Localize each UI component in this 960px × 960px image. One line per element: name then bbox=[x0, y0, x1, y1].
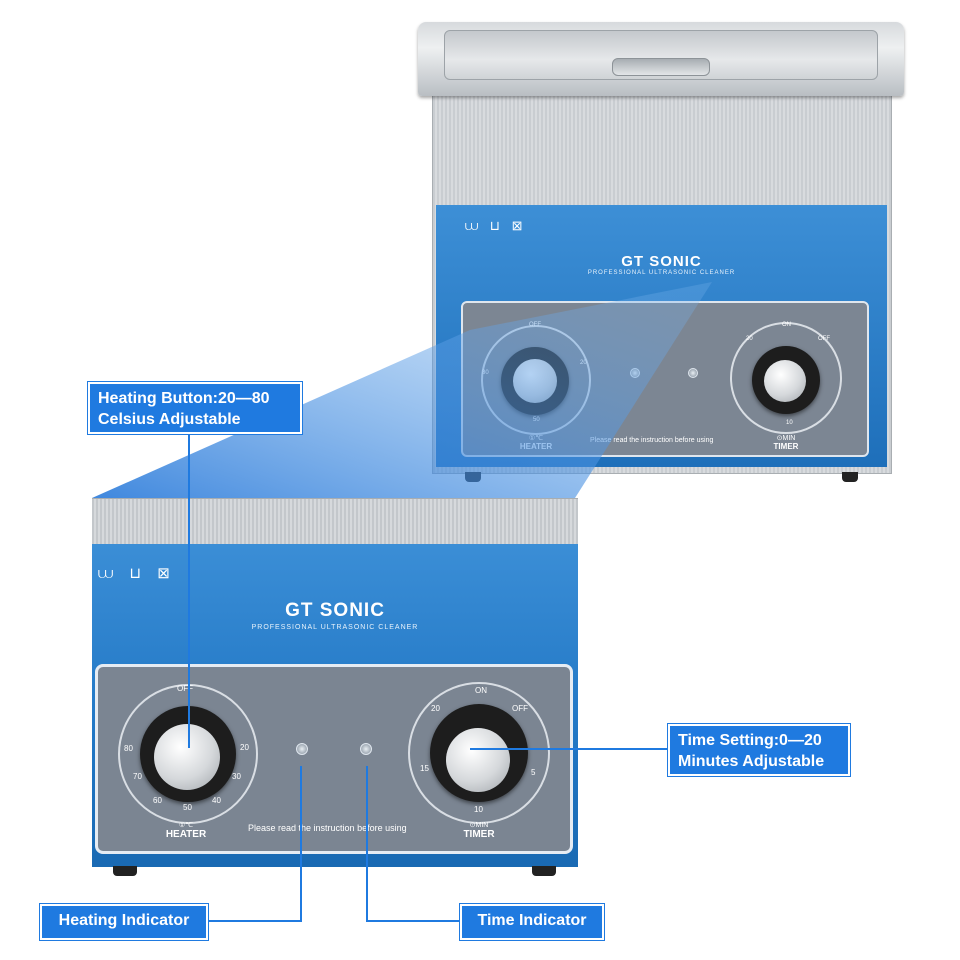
time-setting-text-1: Time Setting:0—20 bbox=[678, 732, 822, 749]
timer-scale-off: OFF bbox=[512, 704, 528, 713]
timer-scale-15: 15 bbox=[420, 764, 429, 773]
timer-led-small bbox=[688, 368, 698, 378]
wash-icon: ⩊ bbox=[98, 565, 114, 582]
timer-scale-on: ON bbox=[475, 686, 487, 695]
timer-dial-ring bbox=[408, 682, 550, 824]
time-indicator-text: Time Indicator bbox=[477, 912, 587, 929]
time-setting-text-2: Minutes Adjustable bbox=[678, 753, 825, 770]
timer-label: TIMER bbox=[463, 829, 495, 840]
brand-name-zoom: GT SONIC bbox=[285, 600, 385, 621]
heating-led bbox=[296, 743, 308, 755]
zoom-steel-strip bbox=[92, 498, 578, 545]
heater-unit: ①℃ bbox=[178, 822, 194, 829]
instruction-note-small: Please read the instruction before using bbox=[590, 437, 714, 444]
timer-led bbox=[360, 743, 372, 755]
timer-knob-cap bbox=[446, 728, 510, 792]
wash-temp-icon: ⊔ bbox=[129, 565, 142, 582]
heater-scale-70: 70 bbox=[133, 772, 142, 781]
heater-scale-off: OFF bbox=[177, 684, 193, 693]
time-indicator-leader-h bbox=[366, 920, 462, 922]
heater-scale-20: 20 bbox=[240, 743, 249, 752]
beam-shape bbox=[92, 282, 712, 498]
no-wash-icon: ⊠ bbox=[157, 565, 170, 582]
no-wash-icon: ⊠ bbox=[511, 218, 523, 233]
heater-scale-40: 40 bbox=[212, 796, 221, 805]
heater-scale-30: 30 bbox=[232, 772, 241, 781]
heater-scale-80: 80 bbox=[124, 744, 133, 753]
heating-button-text-2: Celsius Adjustable bbox=[98, 411, 241, 428]
timer-scale-20: 20 bbox=[431, 704, 440, 713]
brand-name-small: GT SONIC bbox=[621, 253, 702, 270]
timer-scale-on-small: ON bbox=[782, 322, 791, 328]
instruction-note: Please read the instruction before using bbox=[248, 823, 407, 833]
heater-label: HEATER bbox=[165, 829, 207, 840]
brand-tagline-zoom: PROFESSIONAL ULTRASONIC CLEANER bbox=[251, 624, 419, 631]
timer-scale-20-small: 20 bbox=[746, 336, 753, 342]
timer-scale-10: 10 bbox=[474, 805, 483, 814]
timer-knob-cap-small bbox=[764, 360, 806, 402]
timer-unit-small: ⊙MIN bbox=[776, 435, 796, 442]
timer-label-small: TIMER bbox=[773, 442, 799, 451]
foot-zoom-left bbox=[113, 866, 137, 876]
foot-right bbox=[842, 472, 858, 482]
wash-icon: ⩊ bbox=[465, 218, 479, 233]
heater-scale-60: 60 bbox=[153, 796, 162, 805]
wash-temp-icon: ⊔ bbox=[489, 218, 500, 233]
lid-handle bbox=[612, 58, 710, 76]
wash-icons-small: ⩊ ⊔ ⊠ bbox=[465, 218, 522, 234]
heating-indicator-callout: Heating Indicator bbox=[40, 904, 208, 940]
foot-zoom-right bbox=[532, 866, 556, 876]
heating-button-leader bbox=[188, 428, 190, 748]
heater-knob-cap bbox=[154, 724, 220, 790]
brand-tagline-small: PROFESSIONAL ULTRASONIC CLEANER bbox=[587, 270, 736, 276]
timer-scale-off-small: OFF bbox=[818, 336, 830, 342]
time-setting-leader bbox=[470, 748, 670, 750]
heater-scale-50: 50 bbox=[183, 803, 192, 812]
heating-button-text-1: Heating Button:20—80 bbox=[98, 390, 270, 407]
time-indicator-leader-v bbox=[366, 766, 368, 922]
heating-indicator-text: Heating Indicator bbox=[58, 912, 190, 929]
heating-button-callout: Heating Button:20—80 Celsius Adjustable bbox=[88, 382, 302, 434]
timer-dial-ring-small bbox=[730, 322, 842, 434]
time-indicator-callout: Time Indicator bbox=[460, 904, 604, 940]
wash-icons-zoom: ⩊ ⊔ ⊠ bbox=[98, 564, 170, 582]
heating-indicator-leader-h bbox=[206, 920, 302, 922]
timer-scale-5: 5 bbox=[531, 768, 536, 777]
timer-scale-10-small: 10 bbox=[786, 420, 793, 426]
heating-indicator-leader-v bbox=[300, 766, 302, 922]
time-setting-callout: Time Setting:0—20 Minutes Adjustable bbox=[668, 724, 850, 776]
timer-unit: ⊙MIN bbox=[469, 822, 489, 829]
